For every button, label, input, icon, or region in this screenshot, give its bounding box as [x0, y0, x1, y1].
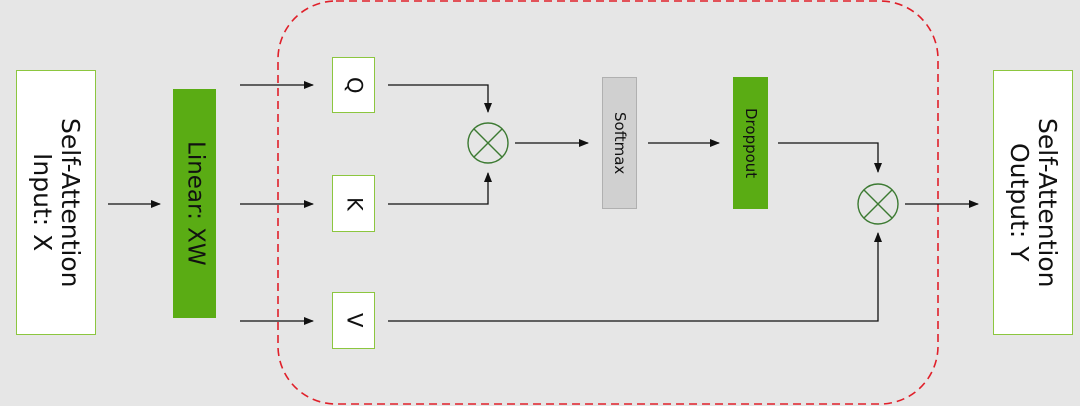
arrow-v-to-multiply	[388, 232, 882, 322]
arrow-q-to-multiply	[388, 84, 492, 113]
q-box: Q	[332, 57, 375, 113]
k-label: K	[342, 196, 367, 211]
input-box: Self-Attention Input: X	[16, 70, 96, 335]
v-label: V	[342, 313, 367, 328]
input-label: Self-Attention Input: X	[28, 117, 85, 288]
output-label: Self-Attention Output: Y	[1005, 117, 1062, 288]
dropout-box: Droppout	[733, 77, 768, 209]
softmax-box: Softmax	[602, 77, 637, 209]
linear-box: Linear: XW	[173, 89, 216, 318]
arrow-k-to-multiply	[388, 172, 492, 205]
arrow-dropout-to-multiply	[778, 142, 882, 173]
multiply-circle-icon	[857, 183, 899, 225]
q-label: Q	[342, 76, 367, 94]
dropout-label: Droppout	[741, 107, 760, 179]
multiply-circle-icon	[467, 122, 509, 164]
v-box: V	[332, 292, 375, 349]
softmax-label: Softmax	[610, 111, 629, 175]
linear-label: Linear: XW	[182, 141, 209, 266]
output-box: Self-Attention Output: Y	[993, 70, 1073, 335]
k-box: K	[332, 175, 375, 232]
